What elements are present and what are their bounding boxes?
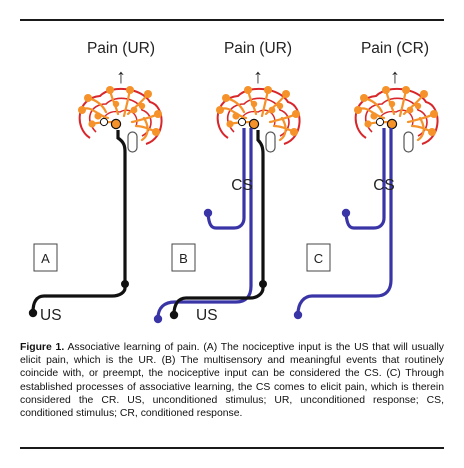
panel-b-side-label: CS: [231, 177, 253, 194]
panel-c-cs-pathway: [344, 128, 386, 230]
panel-a-brain: [76, 84, 164, 154]
caption-label: Figure 1.: [20, 342, 65, 353]
panel-a-bottom-label: US: [40, 307, 62, 324]
top-rule: [20, 19, 444, 21]
panel-c-cs-receptor-node: [293, 310, 303, 320]
panel-b-synapse-node: [259, 280, 267, 288]
panel-a-letter: A: [41, 251, 50, 266]
panel-c-letter-box: [306, 243, 331, 272]
figure-caption: Figure 1. Associative learning of pain. …: [20, 341, 444, 420]
panel-a: Pain (UR) ↑ A US: [28, 40, 164, 324]
panel-b-letter-box: [171, 243, 196, 272]
panel-c-arrow-up-icon: ↑: [390, 66, 400, 88]
associative-learning-figure: Pain (UR) ↑ A US Pain (UR) ↑ CS B US Pai…: [28, 40, 440, 324]
panel-c-top-label: Pain (CR): [361, 40, 429, 57]
panel-c-side-label: CS: [373, 177, 395, 194]
bottom-rule: [20, 447, 444, 449]
panel-b-bottom-label: US: [196, 307, 218, 324]
panel-c-brain: [352, 84, 440, 154]
panel-b: Pain (UR) ↑ CS B US: [153, 40, 302, 324]
panel-a-synapse-node: [121, 280, 129, 288]
panel-a-receptor-node: [28, 308, 38, 318]
panel-b-cs-receptor-node: [153, 314, 163, 324]
panel-a-us-pathway: [116, 130, 127, 288]
panel-a-arrow-up-icon: ↑: [116, 66, 126, 88]
panel-a-top-label: Pain (UR): [87, 40, 155, 57]
panel-b-top-label: Pain (UR): [224, 40, 292, 57]
panel-b-us-pathway: [256, 130, 265, 288]
panel-a-letter-box: [33, 243, 58, 272]
panel-b-letter: B: [179, 251, 188, 266]
panel-c-letter: C: [314, 251, 323, 266]
panel-b-cs-pathway: [206, 128, 246, 230]
caption-text: Associative learning of pain. (A) The no…: [20, 342, 444, 420]
panel-c: Pain (CR) ↑ CS C: [293, 40, 440, 320]
panel-b-arrow-up-icon: ↑: [253, 66, 263, 88]
panel-b-us-receptor-node: [169, 310, 179, 320]
